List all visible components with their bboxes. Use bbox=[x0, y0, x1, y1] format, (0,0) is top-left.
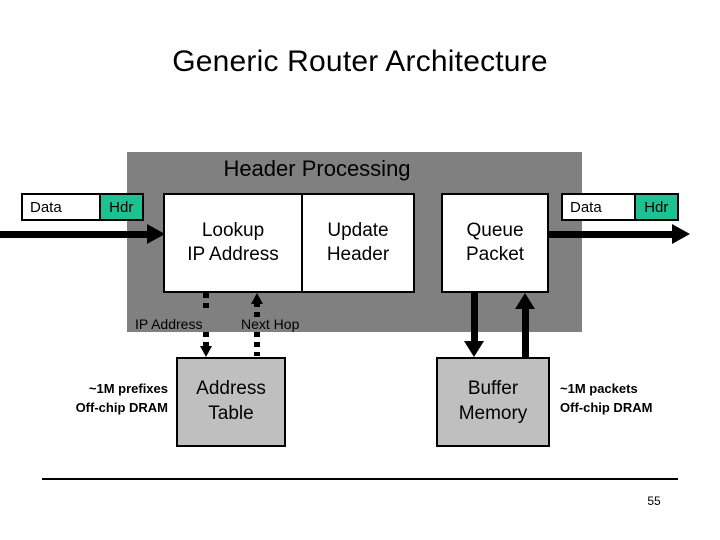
ip-address-connector-upper bbox=[203, 293, 209, 313]
queue-to-buffer-arrow bbox=[464, 293, 484, 359]
queue-box-line1: Queue bbox=[466, 220, 524, 242]
annotation-buffer-memory-line2: Off-chip DRAM bbox=[560, 399, 653, 415]
buffer-memory-line1: Buffer bbox=[467, 378, 519, 400]
memory-box-buffer-memory: Buffer Memory bbox=[436, 357, 550, 447]
process-box-queue-packet: Queue Packet bbox=[441, 193, 549, 293]
arrow-shaft bbox=[522, 307, 529, 359]
header-processing-label: Header Processing bbox=[223, 156, 411, 181]
arrow-head-up-icon bbox=[515, 293, 535, 309]
ingress-packet: Data Hdr bbox=[21, 193, 144, 221]
buffer-memory-line2: Memory bbox=[458, 403, 528, 424]
egress-flow-arrow bbox=[549, 224, 691, 244]
ingress-packet-data-segment: Data bbox=[23, 195, 99, 219]
lookup-box-line2: IP Address bbox=[187, 244, 279, 265]
ip-address-arrow-head-down-icon bbox=[200, 346, 212, 357]
buffer-to-queue-arrow bbox=[515, 293, 535, 359]
page-number: 55 bbox=[647, 494, 661, 508]
queue-box-text: Queue Packet bbox=[466, 219, 524, 267]
arrow-head-down-icon bbox=[464, 341, 484, 357]
footer-divider bbox=[42, 478, 678, 480]
lookup-box-text: Lookup IP Address bbox=[187, 219, 279, 267]
next-hop-connector-upper bbox=[254, 302, 260, 318]
buffer-memory-text: Buffer Memory bbox=[459, 377, 528, 426]
next-hop-arrow-head-up-icon bbox=[251, 293, 263, 304]
connector-label-next-hop: Next Hop bbox=[241, 316, 300, 332]
update-box-text: Update Header bbox=[327, 219, 389, 267]
ingress-packet-header-segment: Hdr bbox=[98, 195, 142, 219]
lookup-box-line1: Lookup bbox=[201, 220, 265, 242]
egress-packet-data-segment: Data bbox=[563, 195, 634, 219]
arrow-shaft bbox=[0, 231, 148, 238]
annotation-address-table-line1: ~1M prefixes bbox=[88, 381, 168, 396]
annotation-address-table-line2: Off-chip DRAM bbox=[75, 399, 168, 415]
egress-packet: Data Hdr bbox=[561, 193, 679, 221]
process-box-lookup-ip-address: Lookup IP Address bbox=[163, 193, 303, 293]
arrow-shaft bbox=[471, 293, 478, 343]
address-table-line2: Table bbox=[208, 403, 254, 424]
update-box-line1: Update bbox=[327, 220, 389, 242]
arrow-shaft bbox=[549, 231, 673, 238]
egress-packet-header-segment: Hdr bbox=[633, 195, 677, 219]
annotation-buffer-memory: ~1M packets Off-chip DRAM bbox=[560, 380, 700, 418]
next-hop-connector-lower bbox=[254, 332, 260, 356]
address-table-line1: Address bbox=[196, 378, 266, 400]
process-box-update-header: Update Header bbox=[301, 193, 415, 293]
annotation-buffer-memory-line1: ~1M packets bbox=[560, 381, 638, 396]
connector-label-ip-address: IP Address bbox=[135, 316, 203, 332]
arrow-head-right-icon bbox=[672, 224, 690, 244]
address-table-text: Address Table bbox=[196, 377, 266, 426]
page-title: Generic Router Architecture bbox=[172, 45, 548, 78]
annotation-address-table: ~1M prefixes Off-chip DRAM bbox=[43, 380, 168, 418]
memory-box-address-table: Address Table bbox=[176, 357, 286, 447]
ip-address-connector-lower bbox=[203, 332, 209, 348]
queue-box-line2: Packet bbox=[465, 244, 525, 265]
ingress-flow-arrow bbox=[0, 224, 165, 244]
update-box-line2: Header bbox=[326, 244, 390, 265]
arrow-head-right-icon bbox=[147, 224, 165, 244]
